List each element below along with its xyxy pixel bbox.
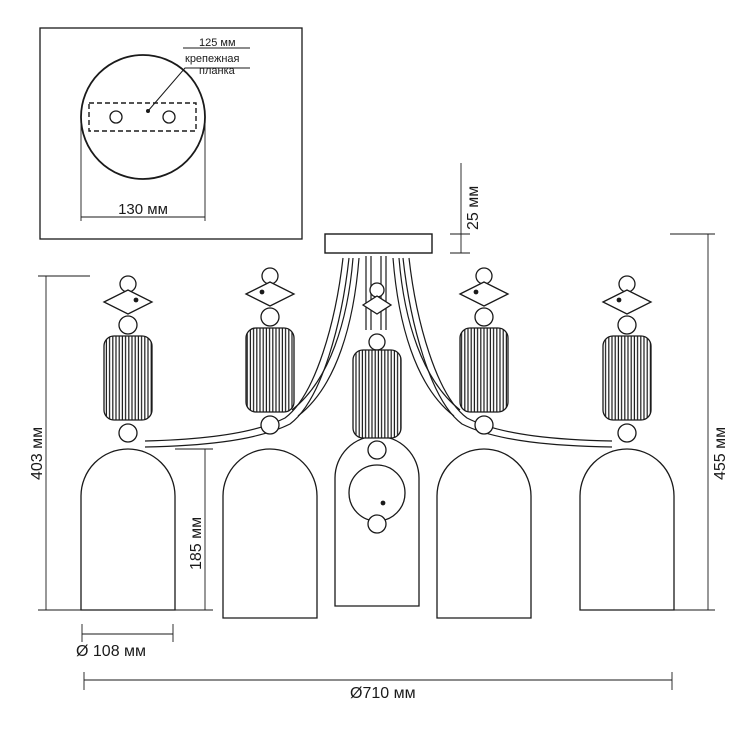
lower-bead xyxy=(260,415,280,435)
diamond-ornament xyxy=(102,289,154,315)
plate-leader-line xyxy=(147,67,250,112)
lamp-4 xyxy=(436,267,532,619)
plate-name-label-line1: крепежная xyxy=(185,53,240,65)
ribbed-collar xyxy=(245,327,295,413)
ribbed-collar xyxy=(103,335,153,421)
lamp-3-center xyxy=(334,282,420,607)
glass-shade xyxy=(436,448,532,619)
shade-diameter-label: Ø 108 мм xyxy=(76,643,146,660)
diamond-ornament xyxy=(458,281,510,307)
diamond-ornament xyxy=(244,281,296,307)
ornament-dot xyxy=(133,297,139,303)
upper-bead xyxy=(617,315,637,335)
glass-shade xyxy=(579,448,675,611)
lamp-1 xyxy=(80,275,176,611)
canopy-height-label: 25 мм xyxy=(465,186,482,230)
plate-size-label: 125 мм xyxy=(199,37,236,49)
canopy xyxy=(324,233,433,254)
mounting-plate-inset: 125 мм крепежная планка 130 мм xyxy=(39,27,303,240)
center-upper-bead xyxy=(368,333,386,351)
overall-diameter-label: Ø710 мм xyxy=(350,685,416,702)
lamp-arms xyxy=(80,267,675,619)
inset-frame xyxy=(39,27,303,240)
lower-bead xyxy=(474,415,494,435)
center-ribbed-collar xyxy=(352,349,402,439)
lamp-5 xyxy=(579,275,675,611)
center-lower-bead xyxy=(367,440,387,460)
upper-bead xyxy=(118,315,138,335)
upper-bead xyxy=(474,307,494,327)
arms xyxy=(144,256,613,448)
lower-bead xyxy=(118,423,138,443)
canopy-body xyxy=(324,233,433,254)
lower-bead xyxy=(617,423,637,443)
canopy-top-circle xyxy=(80,54,206,180)
center-diamond-ornament xyxy=(361,295,393,315)
center-glass-ball xyxy=(348,464,406,522)
lamp-2 xyxy=(222,267,318,619)
mounting-hole-left xyxy=(109,110,123,124)
ornament-dot xyxy=(616,297,622,303)
glass-shade xyxy=(80,448,176,611)
center-ball-dot xyxy=(380,500,386,506)
dimension-labels: 25 мм 455 мм 403 мм 185 мм Ø 108 мм Ø710… xyxy=(29,186,729,702)
upper-bead xyxy=(260,307,280,327)
glass-shade xyxy=(222,448,318,619)
height-total-label: 455 мм xyxy=(712,427,729,480)
diamond-ornament xyxy=(601,289,653,315)
ornament-dot xyxy=(259,289,265,295)
shade-height-label: 185 мм xyxy=(188,517,205,570)
height-body-label: 403 мм xyxy=(29,427,46,480)
mounting-bar-outline xyxy=(88,102,197,132)
mounting-hole-right xyxy=(162,110,176,124)
ornament-dot xyxy=(473,289,479,295)
dimension-lines xyxy=(38,163,715,690)
plate-name-label-line2: планка xyxy=(199,65,236,77)
center-drop-bead xyxy=(367,514,387,534)
canopy-diameter-label: 130 мм xyxy=(118,201,168,218)
ribbed-collar xyxy=(602,335,652,421)
center-finial-ball xyxy=(369,282,385,298)
ribbed-collar xyxy=(459,327,509,413)
